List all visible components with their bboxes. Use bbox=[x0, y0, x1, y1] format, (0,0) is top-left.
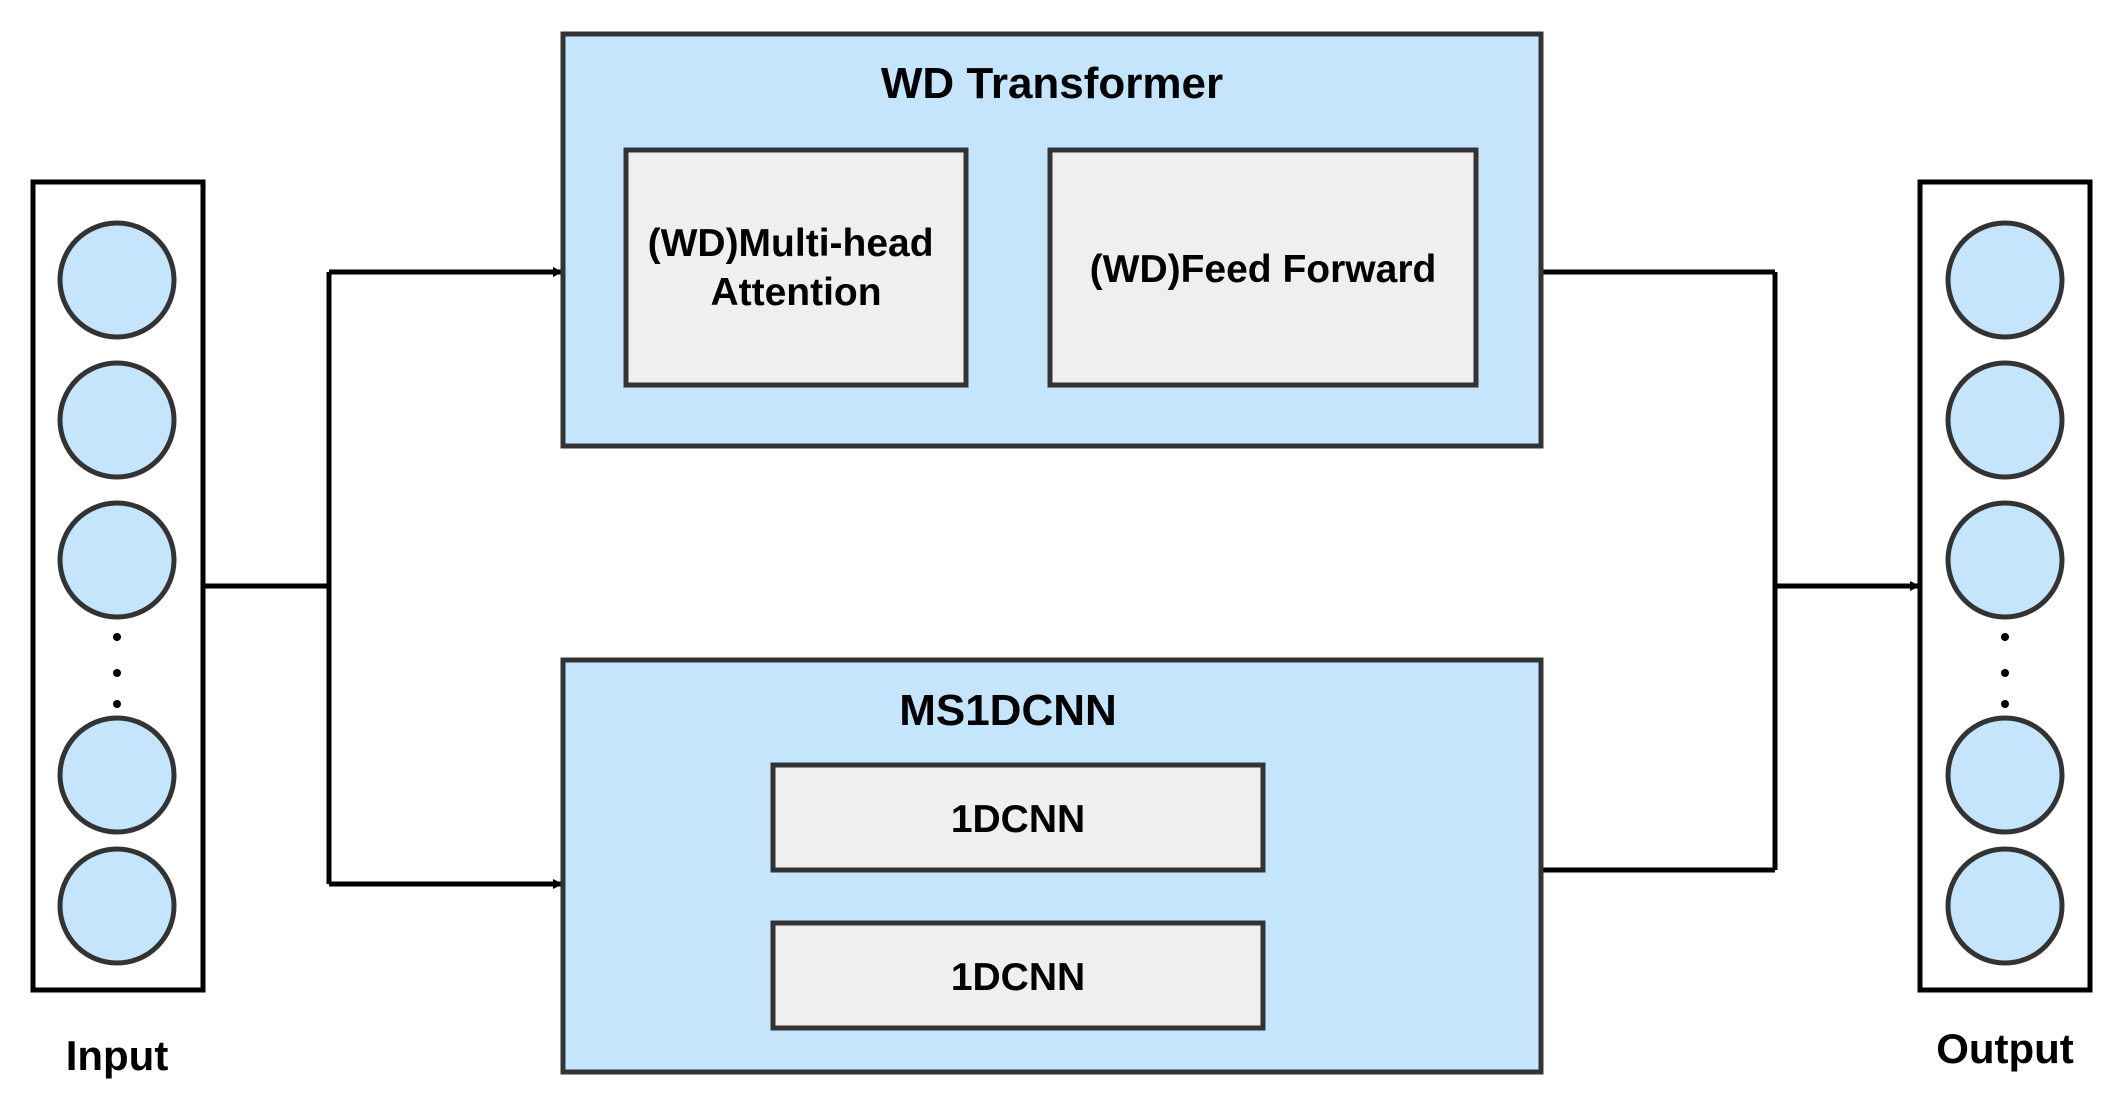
wd-transformer-block: WD Transformer (WD)Multi-head Attention … bbox=[560, 31, 1544, 449]
input-layer: Input bbox=[30, 179, 206, 1079]
output-node bbox=[1945, 715, 2065, 835]
multi-head-attention-line2: Attention bbox=[710, 271, 881, 314]
multi-head-attention-label: (WD)Multi-head Attention bbox=[648, 222, 945, 314]
connectors bbox=[203, 267, 1920, 889]
input-node bbox=[57, 500, 177, 620]
feed-forward-box bbox=[1047, 147, 1479, 388]
input-node bbox=[57, 715, 177, 835]
cnn-layer-1-label: 1DCNN bbox=[951, 798, 1085, 841]
input-ellipsis bbox=[113, 633, 121, 708]
cnn-layer-2-box bbox=[770, 920, 1266, 1031]
output-layer: Output bbox=[1917, 179, 2093, 1072]
ms1dcnn-title: MS1DCNN bbox=[899, 686, 1117, 735]
output-node bbox=[1945, 220, 2065, 340]
output-node bbox=[1945, 500, 2065, 620]
cnn-layer-2-label: 1DCNN bbox=[951, 956, 1085, 999]
ms1dcnn-block: MS1DCNN 1DCNN 1DCNN bbox=[560, 657, 1544, 1075]
output-node bbox=[1945, 360, 2065, 480]
input-node bbox=[57, 360, 177, 480]
cnn-layer-1-box bbox=[770, 762, 1266, 873]
feed-forward-label: (WD)Feed Forward bbox=[1090, 248, 1437, 291]
output-node bbox=[1945, 846, 2065, 966]
multi-head-attention-line1: (WD)Multi-head bbox=[648, 222, 934, 265]
input-label: Input bbox=[66, 1032, 169, 1079]
wd-transformer-title: WD Transformer bbox=[881, 59, 1223, 108]
input-node bbox=[57, 846, 177, 966]
multi-head-attention-box bbox=[623, 147, 969, 388]
output-ellipsis bbox=[2001, 633, 2009, 708]
input-node bbox=[57, 220, 177, 340]
output-label: Output bbox=[1936, 1025, 2074, 1072]
